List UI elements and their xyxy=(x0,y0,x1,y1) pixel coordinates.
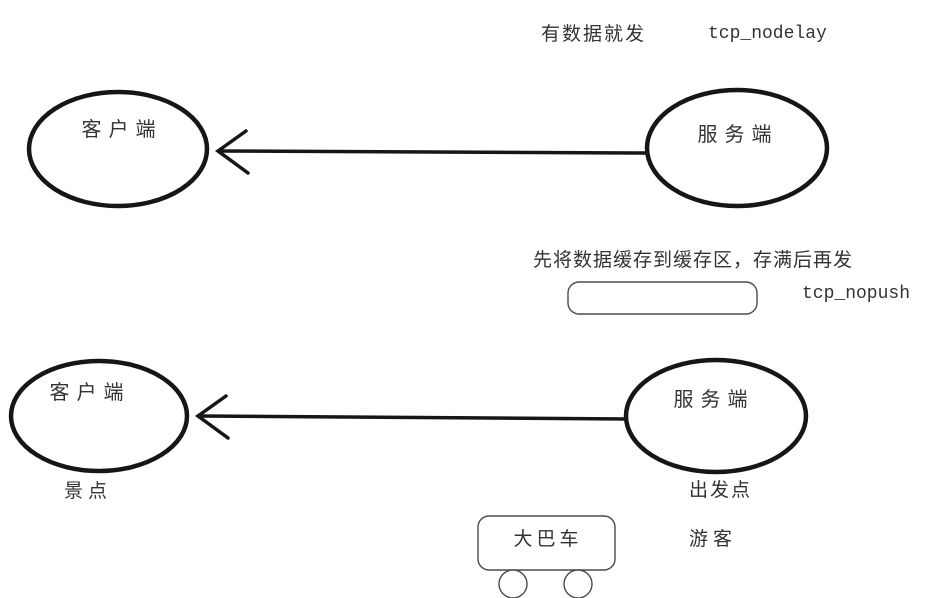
bus-label: 大巴车 xyxy=(513,529,583,550)
note-buffer-then-send: 先将数据缓存到缓存区，存满后再发 xyxy=(533,250,854,271)
bus-body xyxy=(477,515,616,571)
server-label-top: 服务端 xyxy=(697,124,779,146)
arrow-head-top xyxy=(215,129,250,175)
server-label-bottom: 服务端 xyxy=(673,389,755,411)
tcp-nopush-label: tcp_nopush xyxy=(802,284,911,304)
bus-wheel-right-icon xyxy=(563,569,593,598)
client-ellipse-top xyxy=(26,89,210,209)
arrow-line-top xyxy=(220,149,649,155)
departure-point-caption: 出发点 xyxy=(689,480,753,501)
client-label-bottom: 客户端 xyxy=(49,382,131,404)
client-label-top: 客户端 xyxy=(81,119,163,141)
arrow-line-bottom xyxy=(200,414,629,421)
scenic-spot-caption: 景点 xyxy=(64,481,113,502)
server-ellipse-top xyxy=(644,87,830,209)
note-send-when-data: 有数据就发 xyxy=(541,24,647,45)
server-ellipse-bottom xyxy=(623,357,809,475)
arrow-head-bottom xyxy=(195,394,230,440)
client-ellipse-bottom xyxy=(8,358,190,474)
tourists-label: 游客 xyxy=(689,529,738,550)
tcp-nodelay-label: tcp_nodelay xyxy=(708,24,827,44)
bus-wheel-left-icon xyxy=(498,569,528,598)
buffer-box xyxy=(567,281,758,315)
